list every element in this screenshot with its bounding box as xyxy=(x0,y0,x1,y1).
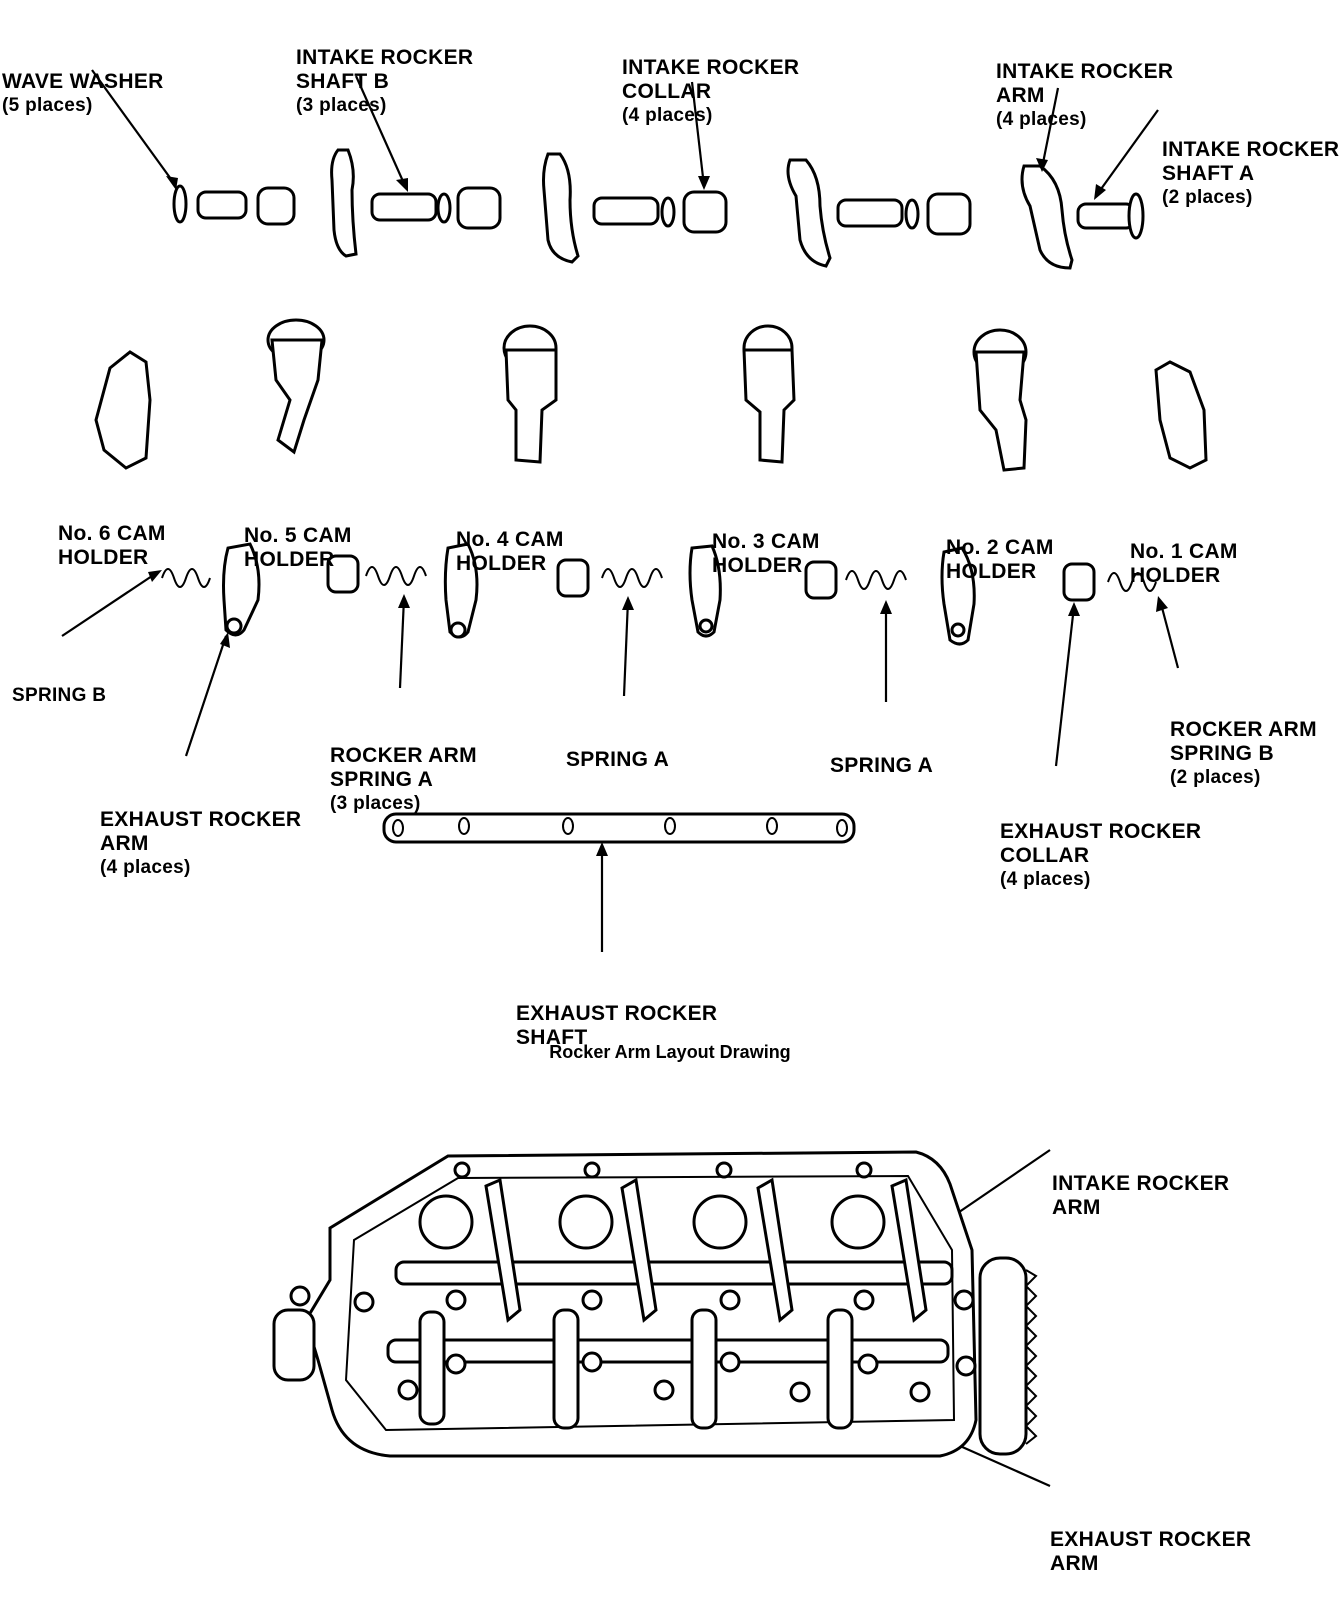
exhaust-collar-icon xyxy=(1062,562,1096,602)
cam-holder-6-icon xyxy=(94,350,152,470)
spring-b-icon xyxy=(161,568,211,588)
exhaust-arm-row xyxy=(161,542,1157,646)
intake-rocker-arm-icon xyxy=(330,148,358,258)
end-cap-icon xyxy=(272,1308,316,1382)
cam-lobe-icon xyxy=(830,1194,886,1250)
shaft-a-end-icon xyxy=(1127,192,1145,240)
cam-holder-2-icon xyxy=(974,350,1028,472)
exhaust-rocker-shaft xyxy=(382,812,856,844)
exhaust-shaft-installed-icon xyxy=(386,1338,950,1364)
exhaust-rocker-arm-icon xyxy=(222,542,261,637)
rocker-arm-spring-a-icon xyxy=(365,566,427,586)
intake-shaft-installed-icon xyxy=(394,1260,954,1286)
cam-lobe-icon xyxy=(558,1194,614,1250)
collar-icon xyxy=(256,186,296,226)
cam-holder-1-icon xyxy=(1154,360,1208,470)
rocker-arm-spring-b-icon xyxy=(1107,572,1157,592)
cam-lobe-icon xyxy=(692,1194,748,1250)
exhaust-rocker-arm-icon xyxy=(940,546,976,646)
exhaust-collar-icon xyxy=(556,558,590,598)
shaft-b-segment-icon xyxy=(592,196,660,226)
shaft-b-segment-icon xyxy=(370,192,438,222)
intake-rocker-arm-icon xyxy=(786,158,832,268)
cam-holder-3-icon xyxy=(742,348,796,464)
cam-gear-icon xyxy=(978,1256,1028,1456)
label-wave-washer: WAVE WASHER(5 places) xyxy=(2,70,164,116)
cam-lobe-icon xyxy=(418,1194,474,1250)
exhaust-rocker-arm-icon xyxy=(688,544,722,638)
spring-a-icon xyxy=(845,570,907,590)
wave-washer-icon xyxy=(436,192,452,224)
cam-holder-4-icon xyxy=(504,348,558,464)
cylinder-head-assembly xyxy=(272,1150,1038,1458)
wave-washer-icon xyxy=(904,198,920,230)
cam-holders xyxy=(94,318,1208,472)
intake-shaft-row xyxy=(172,148,1145,270)
label-spring-a-1: SPRING A xyxy=(566,748,670,771)
cam-holder-5-icon xyxy=(270,338,324,455)
collar-icon xyxy=(456,186,502,230)
exhaust-collar-icon xyxy=(804,560,838,600)
wave-washer-icon xyxy=(172,184,188,224)
leader-lines xyxy=(61,69,1180,1488)
wave-washer-icon xyxy=(660,196,676,228)
shaft-a-icon xyxy=(1076,202,1136,230)
intake-rocker-arm-icon xyxy=(542,152,580,264)
collar-icon xyxy=(926,192,972,236)
intake-rocker-arm-icon xyxy=(1020,164,1074,270)
label-spring-a-2: SPRING A xyxy=(830,754,934,777)
diagram-caption: Rocker Arm Layout Drawing xyxy=(549,1042,791,1062)
exhaust-collar-icon xyxy=(326,554,360,594)
shaft-b-segment-icon xyxy=(836,198,904,228)
collar-icon xyxy=(682,190,728,234)
spring-a-icon xyxy=(601,568,663,588)
exhaust-rocker-shaft-icon xyxy=(382,812,856,844)
diagram-artwork xyxy=(61,69,1208,1488)
label-spring-b: SPRING B xyxy=(12,685,107,706)
shaft-b-segment-icon xyxy=(196,190,248,220)
